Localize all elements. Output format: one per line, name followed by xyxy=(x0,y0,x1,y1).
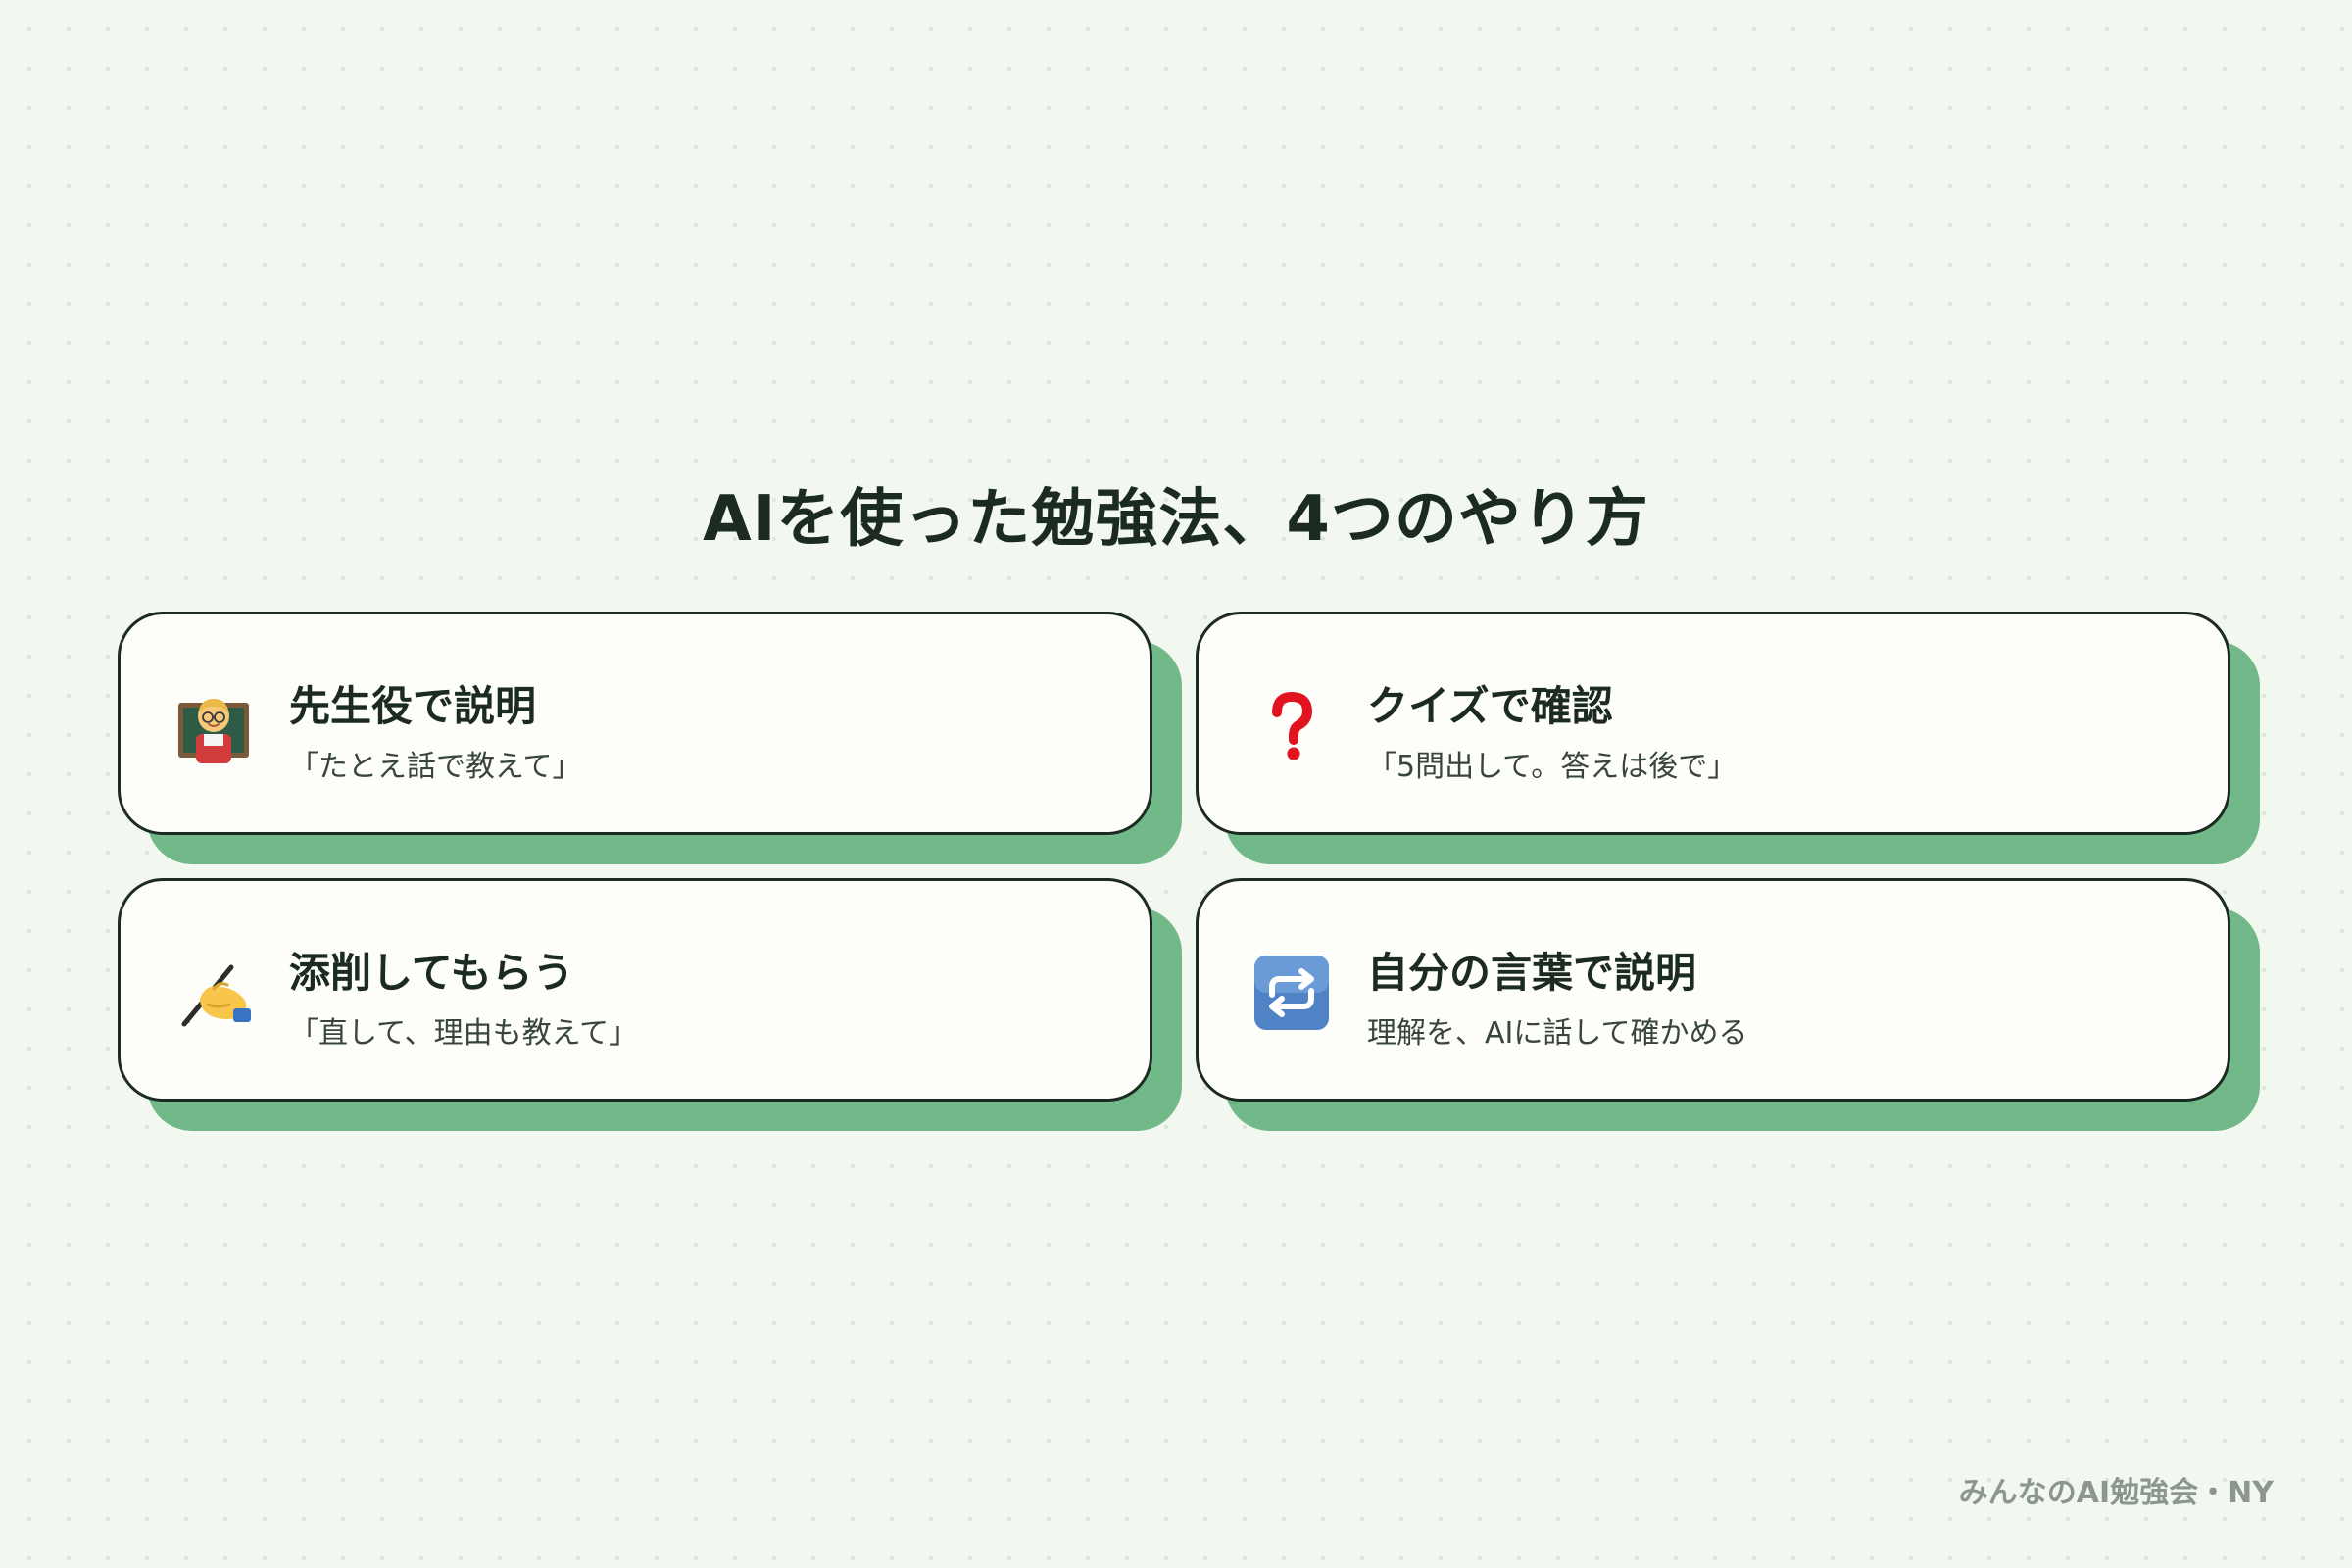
card-title: 先生役で説明 xyxy=(289,682,537,730)
question-mark-icon xyxy=(1252,687,1331,765)
repeat-icon xyxy=(1252,954,1331,1032)
footer-credit: みんなのAI勉強会・NY xyxy=(1958,1476,2274,1510)
card-title: 自分の言葉で説明 xyxy=(1367,949,1697,997)
method-card-teacher: 先生役で説明 「たとえ話で教えて」 xyxy=(118,612,1152,835)
page-title: AIを使った勉強法、4つのやり方 xyxy=(703,483,1649,556)
method-card-own-words: 自分の言葉で説明 理解を、AIに話して確かめる xyxy=(1196,878,2230,1102)
teacher-icon xyxy=(174,687,253,765)
method-card-correction: 添削してもらう 「直して、理由も教えて」 xyxy=(118,878,1152,1102)
card-subtitle: 「たとえ話で教えて」 xyxy=(289,750,582,784)
card-title: 添削してもらう xyxy=(289,949,574,997)
method-card-grid: 先生役で説明 「たとえ話で教えて」 クイズで確認 「5問出して。答えは後で」 添… xyxy=(118,612,2256,1131)
method-card-quiz: クイズで確認 「5問出して。答えは後で」 xyxy=(1196,612,2230,835)
card-subtitle: 「直して、理由も教えて」 xyxy=(289,1016,639,1051)
card-subtitle: 理解を、AIに話して確かめる xyxy=(1367,1016,1748,1051)
card-subtitle: 「5問出して。答えは後で」 xyxy=(1367,750,1738,784)
writing-hand-icon xyxy=(174,954,253,1032)
card-title: クイズで確認 xyxy=(1367,682,1613,730)
